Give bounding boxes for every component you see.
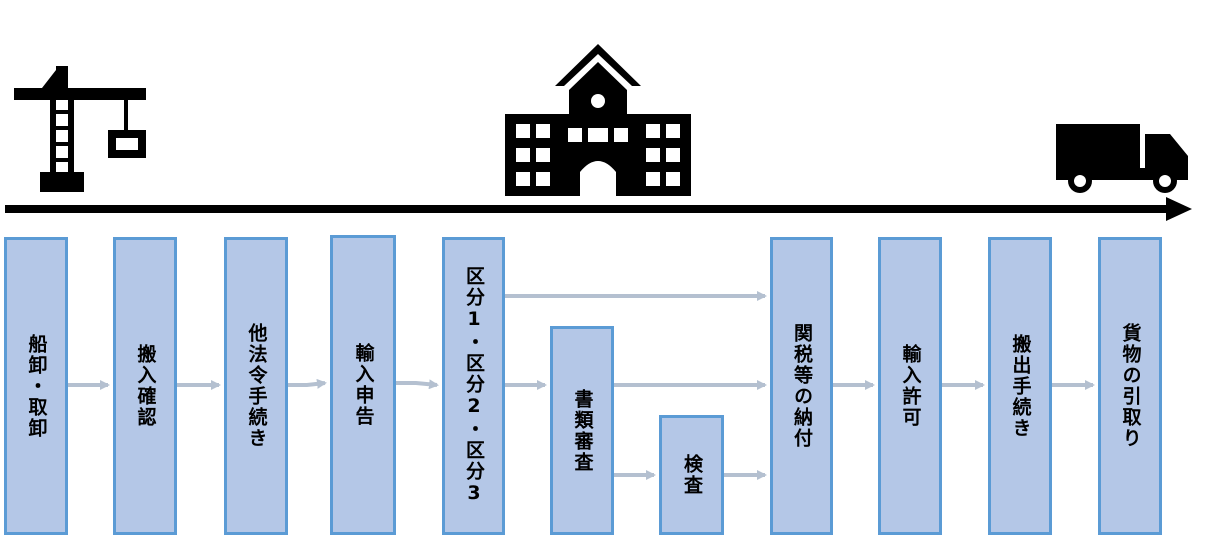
arrow-4 [396, 379, 439, 390]
step-document-review: 書類審査 [550, 326, 614, 535]
step-import-declaration: 輸入申告 [330, 235, 396, 535]
step-import-confirmation: 搬入確認 [113, 237, 177, 535]
step-carry-out: 搬出手続き [988, 237, 1052, 535]
step-label: 検査 [681, 454, 703, 496]
step-label: 搬出手続き [1009, 333, 1032, 439]
step-cargo-pickup: 貨物の引取り [1098, 237, 1162, 535]
step-label: 搬入確認 [134, 344, 157, 428]
step-label: 区分1・区分2・区分3 [463, 266, 485, 506]
crane-icon [14, 66, 146, 192]
step-inspection: 検査 [659, 415, 724, 535]
step-label: 輸入申告 [352, 343, 375, 427]
step-duty-payment: 関税等の納付 [770, 237, 833, 535]
step-label: 他法令手続き [245, 323, 268, 449]
step-label: 貨物の引取り [1119, 323, 1142, 449]
connectors [68, 291, 1095, 480]
step-unloading: 船卸・取卸 [4, 237, 68, 535]
step-label: 船卸・取卸 [25, 333, 48, 439]
step-label: 書類審査 [571, 388, 594, 473]
arrow-3 [288, 378, 327, 389]
step-label: 輸入許可 [899, 344, 922, 428]
step-import-permit: 輸入許可 [878, 237, 942, 535]
customs-building-icon [505, 44, 691, 196]
step-other-law-procedures: 他法令手続き [224, 237, 288, 535]
truck-icon [1056, 124, 1188, 193]
step-label: 関税等の納付 [791, 323, 813, 449]
step-classification: 区分1・区分2・区分3 [442, 237, 505, 535]
timeline-arrow [5, 197, 1192, 221]
